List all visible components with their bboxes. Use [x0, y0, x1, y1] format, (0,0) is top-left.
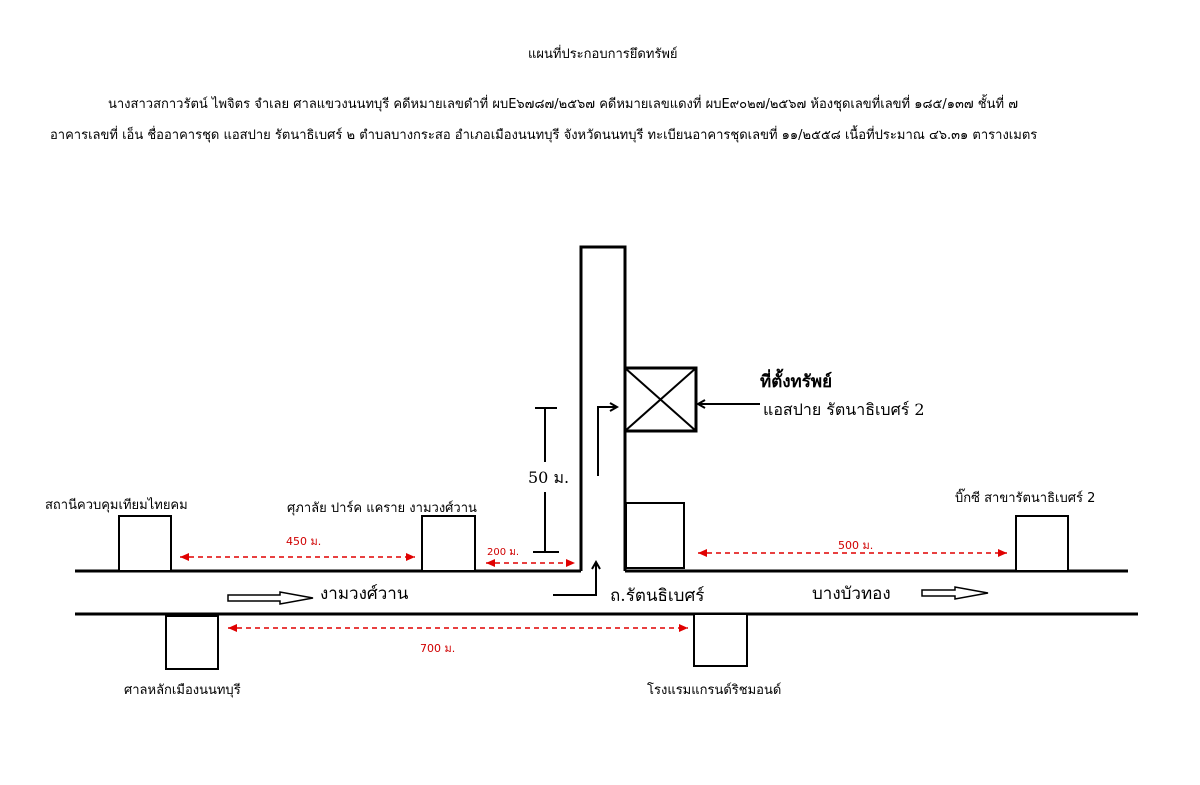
- case-line-2: อาคารเลขที่ เอ็น ชื่ออาคารชุด แอสปาย รัต…: [50, 128, 1038, 143]
- distance-50m-label: 50 ม.: [528, 468, 569, 487]
- landmark-shrine-label: ศาลหลักเมืองนนทบุรี: [124, 682, 241, 698]
- road-label-bangbuathong: บางบัวทอง: [812, 584, 891, 604]
- landmark-supalai-label: ศุภาลัย ปาร์ค แคราย งามวงศ์วาน: [287, 500, 477, 516]
- building-bigc: [1015, 515, 1069, 572]
- distance-500m-label: 500 ม.: [838, 539, 873, 552]
- map-title: แผนที่ประกอบการยึดทรัพย์: [528, 47, 678, 62]
- building-thaicom: [118, 515, 172, 572]
- case-line-1: นางสาวสกาวรัตน์ ไพจิตร จำเลย ศาลแขวงนนทบ…: [108, 97, 1018, 112]
- building-beside-road: [625, 502, 685, 569]
- landmark-thaicom-label: สถานีควบคุมเทียมไทยคม: [45, 497, 188, 513]
- distance-450m-label: 450 ม.: [286, 535, 321, 548]
- property-marker: [623, 366, 698, 433]
- direction-arrow-left-icon: [227, 591, 314, 605]
- landmark-hotel-label: โรงแรมแกรนด์ริชมอนด์: [647, 682, 781, 698]
- building-supalai: [421, 515, 476, 572]
- building-shrine: [165, 615, 219, 670]
- property-name: แอสปาย รัตนาธิเบศร์ 2: [763, 400, 925, 419]
- side-road: [579, 245, 627, 571]
- road-label-rattanathibet: ถ.รัตนธิเบศร์: [610, 586, 704, 606]
- building-hotel: [693, 613, 748, 667]
- distance-700m-label: 700 ม.: [420, 642, 455, 655]
- distance-200m-label: 200 ม.: [487, 547, 519, 558]
- route-arrow-turn-icon: [553, 562, 596, 596]
- property-title: ที่ตั้งทรัพย์: [760, 368, 832, 392]
- landmark-bigc-label: บิ๊กซี สาขารัตนาธิเบศร์ 2: [955, 488, 1095, 506]
- route-arrow-up-icon: [597, 407, 617, 476]
- dimension-50m: [533, 407, 559, 553]
- direction-arrow-right-icon: [921, 586, 989, 600]
- road-label-ngamwongwan: งามวงศ์วาน: [320, 584, 409, 604]
